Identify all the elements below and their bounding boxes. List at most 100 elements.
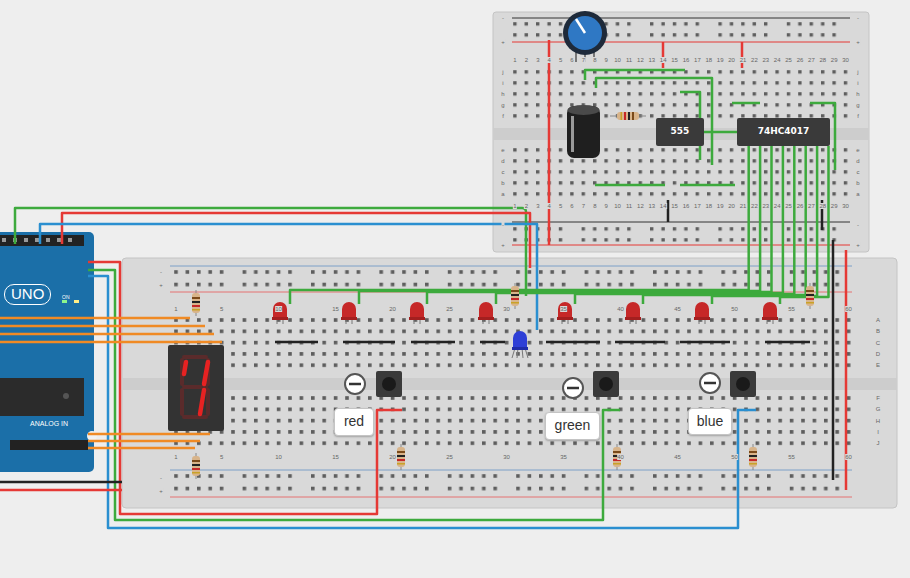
breadboard-label: 30 xyxy=(503,454,511,460)
breadboard-main-part xyxy=(170,470,852,471)
breadboard-label: 15 xyxy=(332,306,340,312)
resistor-symbol-part xyxy=(806,283,814,309)
led-part-part xyxy=(625,317,641,320)
breadboard-label: f xyxy=(857,113,860,119)
breadboard-label: 27 xyxy=(808,57,816,63)
breadboard-label: 55 xyxy=(788,306,796,312)
led-part-part xyxy=(342,302,356,318)
breadboard-label: - xyxy=(857,222,860,228)
resistor-symbol-part-part xyxy=(397,455,405,457)
tag-icon-part xyxy=(704,382,716,385)
wires-part xyxy=(0,481,122,484)
component-tag: red xyxy=(334,408,374,436)
breadboard-label: 30 xyxy=(842,57,850,63)
breadboard-label: 5 xyxy=(219,306,223,312)
resistor-symbol-part-part xyxy=(397,463,405,465)
breadboard-label: 16 xyxy=(682,203,690,209)
breadboard-label: 50 xyxy=(731,306,739,312)
led-part-part xyxy=(763,302,777,318)
breadboard-label: 26 xyxy=(796,203,804,209)
led-part-part xyxy=(626,302,640,318)
breadboard-label: E xyxy=(875,362,880,368)
breadboard-label: 45 xyxy=(674,454,682,460)
breadboard-label: a xyxy=(501,191,505,197)
led-part xyxy=(409,302,425,324)
breadboard-small-part xyxy=(512,42,850,43)
wires-part xyxy=(15,208,526,296)
resistor-symbol-part-part xyxy=(397,447,405,467)
resistor-symbol-part-part xyxy=(806,302,814,304)
breadboard-label: 15 xyxy=(671,203,679,209)
breadboard-label: F xyxy=(876,395,881,401)
resistor-symbol-part-part xyxy=(749,455,757,457)
tag-icon-part xyxy=(567,387,579,390)
led-part-part xyxy=(479,302,493,318)
breadboard-label: 25 xyxy=(785,203,793,209)
breadboard-label: + xyxy=(856,39,861,45)
header-label: ANALOG IN xyxy=(30,420,68,428)
breadboard-label: 21 xyxy=(739,203,747,209)
breadboard-label: d xyxy=(501,158,505,164)
breadboard-small-part xyxy=(512,222,850,223)
seven-segment-display-part xyxy=(168,345,224,431)
breadboard-label: 6 xyxy=(570,203,574,209)
wires-part xyxy=(548,40,551,245)
resistor-symbol-part-part xyxy=(192,297,200,299)
breadboard-main-part xyxy=(172,318,856,374)
breadboard-label: A xyxy=(875,317,880,323)
resistor-symbol-part-part xyxy=(397,459,405,461)
resistor-symbol-part-part xyxy=(613,451,621,453)
breadboard-label: g xyxy=(501,102,505,108)
breadboard-label: 29 xyxy=(830,203,838,209)
led-label: ON xyxy=(62,295,70,301)
breadboard-label: 15 xyxy=(671,57,679,63)
breadboard-label: 13 xyxy=(648,57,656,63)
breadboard-label: 40 xyxy=(617,306,625,312)
led-part-part xyxy=(478,317,494,320)
resistor-symbol-part-part xyxy=(192,456,200,476)
resistor-symbol-part-part xyxy=(749,447,757,467)
potentiometer-part xyxy=(568,16,602,50)
resistor-symbol-part-part xyxy=(192,301,200,303)
breadboard-label: 55 xyxy=(788,454,796,460)
push-button-part xyxy=(593,371,619,397)
resistor-symbol-part-part xyxy=(749,451,757,453)
breadboard-label: g xyxy=(856,102,860,108)
breadboard-label: e xyxy=(856,147,860,153)
led-part xyxy=(341,302,357,324)
led-part xyxy=(762,302,778,324)
breadboard-label: 10 xyxy=(275,454,283,460)
breadboard-label: 17 xyxy=(694,57,702,63)
resistor-symbol-part-part xyxy=(806,298,814,300)
led-part xyxy=(694,302,710,324)
breadboard-label: - xyxy=(502,222,505,228)
led-part xyxy=(557,302,573,324)
led-part-part xyxy=(558,302,572,318)
board-logo: UNO xyxy=(4,284,51,305)
breadboard-label: 60 xyxy=(845,306,853,312)
breadboard-small-part xyxy=(493,12,869,252)
breadboard-label: 1 xyxy=(174,454,178,460)
led-part-part xyxy=(341,317,357,320)
led-part-part xyxy=(762,317,778,320)
wires-part xyxy=(88,447,195,450)
arduino-art-part xyxy=(57,238,61,242)
breadboard-label: e xyxy=(501,147,505,153)
breadboard-label: 20 xyxy=(389,306,397,312)
wires-part xyxy=(62,213,530,268)
breadboard-label: 1 xyxy=(513,203,517,209)
breadboard-label: 5 xyxy=(219,454,223,460)
wires-part xyxy=(88,270,620,520)
led-part-part xyxy=(557,317,573,320)
push-button-part xyxy=(382,377,396,391)
potentiometer-part xyxy=(576,19,585,33)
wires-part xyxy=(0,333,214,336)
led-part-part xyxy=(512,347,528,350)
wires-part xyxy=(0,325,205,328)
breadboard-label: 24 xyxy=(773,203,781,209)
arduino-art-part xyxy=(35,238,39,242)
resistor-symbol-part-part xyxy=(749,463,757,465)
wires-part xyxy=(780,146,829,304)
